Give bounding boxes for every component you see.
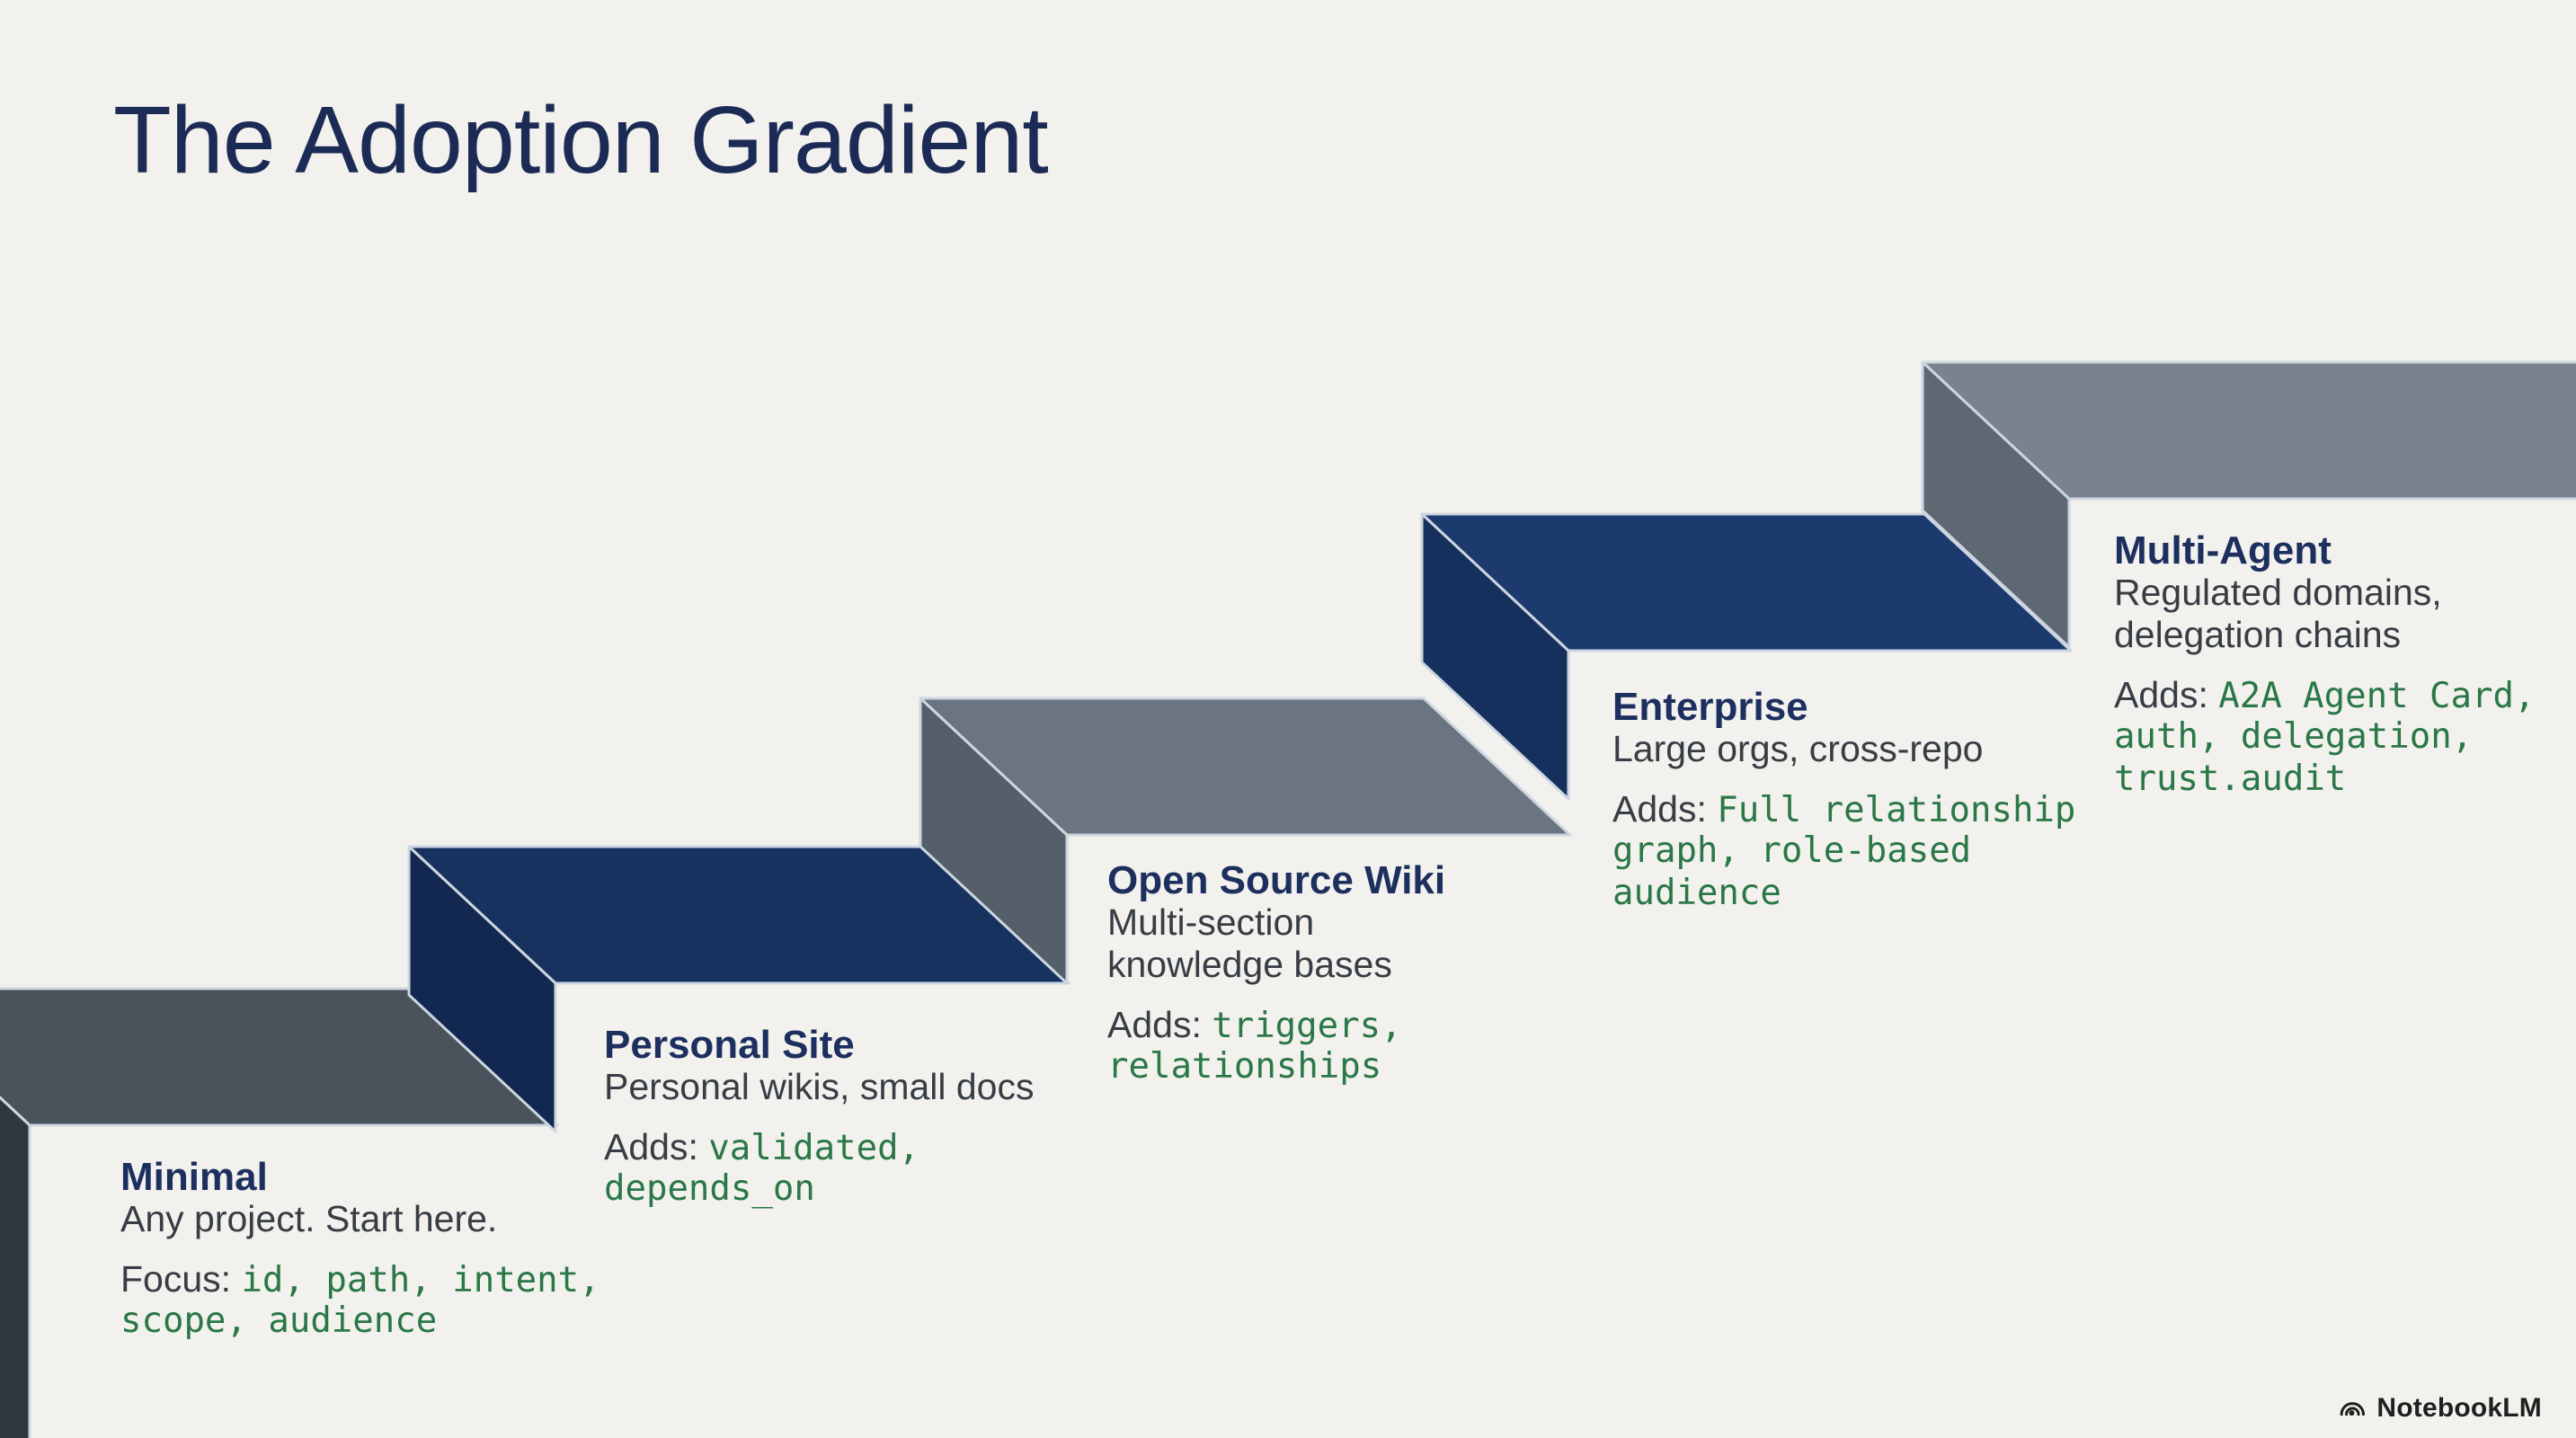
step-face-personal-site [407,845,557,1133]
adds-code-open-source-wiki-1: relationships [1107,1046,1382,1087]
step-code-line-minimal-1: scope, audience [120,1300,437,1341]
step-code-line-multi-agent-2: trust.audit [2114,759,2346,799]
adds-label-multi-agent: Adds: [2114,674,2219,715]
step-code-line-enterprise-1: graph, role-based [1612,830,1971,871]
step-code-line-open-source-wiki-1: relationships [1107,1046,1381,1087]
brand: NotebookLM [2337,1393,2542,1424]
adds-code-multi-agent-0: A2A Agent Card, [2218,676,2536,716]
step-title-multi-agent: Multi-Agent [2114,528,2332,573]
step-code-line-multi-agent-0: Adds: A2A Agent Card, [2114,674,2535,716]
step-face-enterprise [1420,512,1570,801]
brand-text: NotebookLM [2376,1393,2542,1423]
adds-label-open-source-wiki: Adds: [1107,1004,1212,1045]
page-title: The Adoption Gradient [113,87,1049,193]
adds-code-multi-agent-1: auth, delegation, [2114,716,2474,757]
step-face-multi-agent [1921,360,2071,649]
adds-code-enterprise-1: graph, role-based [1612,830,1972,871]
step-code-line-enterprise-0: Adds: Full relationship [1612,788,2075,830]
step-desc-enterprise-0: Large orgs, cross-repo [1612,728,1984,769]
adds-label-enterprise: Adds: [1612,788,1718,830]
adds-code-enterprise-0: Full relationship [1717,790,2076,830]
step-desc-multi-agent-1: delegation chains [2114,614,2402,655]
adds-code-enterprise-2: audience [1612,873,1781,913]
step-code-line-multi-agent-1: auth, delegation, [2114,716,2473,757]
step-desc-personal-site-0: Personal wikis, small docs [604,1066,1035,1107]
adds-code-open-source-wiki-0: triggers, [1212,1006,1402,1046]
adds-label-minimal: Focus: [120,1258,242,1300]
adds-code-personal-site-0: validated, [708,1128,920,1168]
step-desc-multi-agent-0: Regulated domains, [2114,572,2442,613]
step-title-personal-site: Personal Site [604,1023,855,1067]
adds-code-multi-agent-2: trust.audit [2114,759,2347,799]
adds-code-personal-site-1: depends_on [604,1168,815,1209]
step-code-line-minimal-0: Focus: id, path, intent, [120,1258,600,1300]
step-code-line-personal-site-0: Adds: validated, [604,1126,919,1168]
step-desc-minimal-0: Any project. Start here. [120,1198,498,1239]
step-title-open-source-wiki: Open Source Wiki [1107,858,1446,902]
step-face-open-source-wiki [919,697,1069,985]
step-desc-open-source-wiki-0: Multi-section [1107,901,1315,943]
step-tread-minimal [0,987,559,1127]
step-title-enterprise: Enterprise [1612,685,1808,729]
step-code-line-enterprise-2: audience [1612,873,1781,913]
step-code-line-personal-site-1: depends_on [604,1168,815,1209]
adds-code-minimal-1: scope, audience [120,1300,438,1341]
step-desc-open-source-wiki-1: knowledge bases [1107,944,1392,985]
step-title-minimal: Minimal [120,1155,268,1199]
step-face-minimal [0,1096,31,1438]
notebooklm-waves-icon [2340,1402,2366,1416]
step-code-line-open-source-wiki-0: Adds: triggers, [1107,1004,1402,1046]
adds-label-personal-site: Adds: [604,1126,709,1167]
adds-code-minimal-0: id, path, intent, [241,1260,600,1300]
